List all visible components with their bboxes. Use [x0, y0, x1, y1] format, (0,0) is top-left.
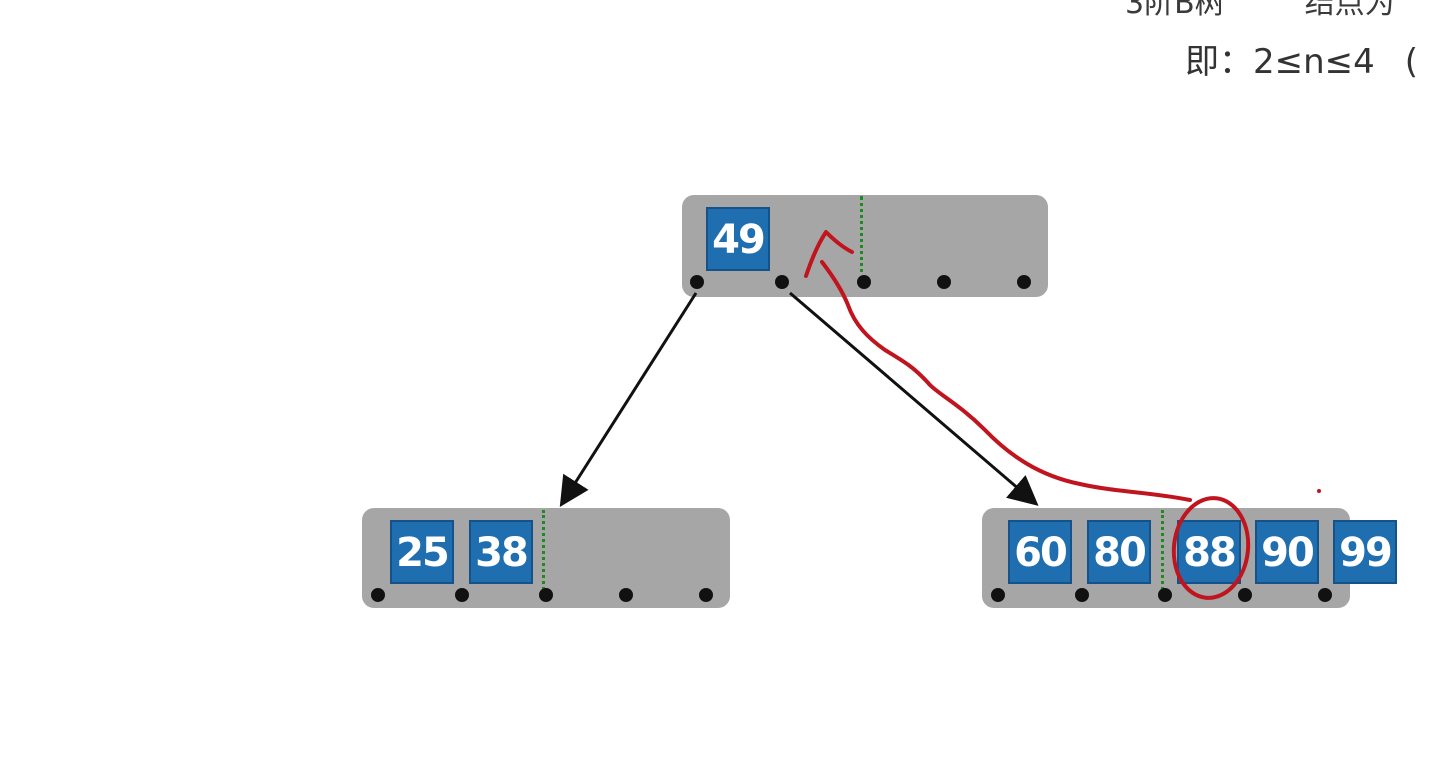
header-tree-order: 3阶B树	[1125, 0, 1225, 21]
left-key-2: 38	[469, 520, 533, 584]
promote-key-stroke	[820, 260, 1192, 502]
annotation-dot	[1317, 489, 1321, 493]
left-pointer-4	[619, 588, 633, 602]
right-split-line	[1161, 510, 1164, 590]
root-pointer-1	[690, 275, 704, 289]
root-pointer-4	[937, 275, 951, 289]
right-key-1: 60	[1008, 520, 1072, 584]
header-line-2: 即：2≤n≤4 (	[1185, 34, 1418, 83]
left-child-arrow	[559, 292, 698, 508]
right-key-3: 88	[1177, 520, 1241, 584]
left-split-line	[542, 510, 545, 590]
left-pointer-5	[699, 588, 713, 602]
right-key-5: 99	[1333, 520, 1397, 584]
header-node-rule: 结点为	[1304, 0, 1395, 21]
right-pointer-1	[991, 588, 1005, 602]
right-pointer-3	[1158, 588, 1172, 602]
header-range: 即：2≤n≤4	[1185, 42, 1375, 82]
right-key-4: 90	[1255, 520, 1319, 584]
left-key-1: 25	[390, 520, 454, 584]
right-child-arrow	[789, 291, 1039, 506]
root-pointer-3	[857, 275, 871, 289]
root-split-line	[860, 196, 863, 280]
left-pointer-3	[539, 588, 553, 602]
right-pointer-4	[1238, 588, 1252, 602]
right-pointer-5	[1318, 588, 1332, 602]
root-pointer-2	[775, 275, 789, 289]
root-key-1: 49	[706, 207, 770, 271]
left-pointer-1	[371, 588, 385, 602]
left-pointer-2	[455, 588, 469, 602]
right-pointer-2	[1075, 588, 1089, 602]
header-tail: (	[1404, 42, 1419, 82]
root-pointer-5	[1017, 275, 1031, 289]
header-line-1: 3阶B树 结点为	[1125, 0, 1395, 22]
right-key-2: 80	[1087, 520, 1151, 584]
